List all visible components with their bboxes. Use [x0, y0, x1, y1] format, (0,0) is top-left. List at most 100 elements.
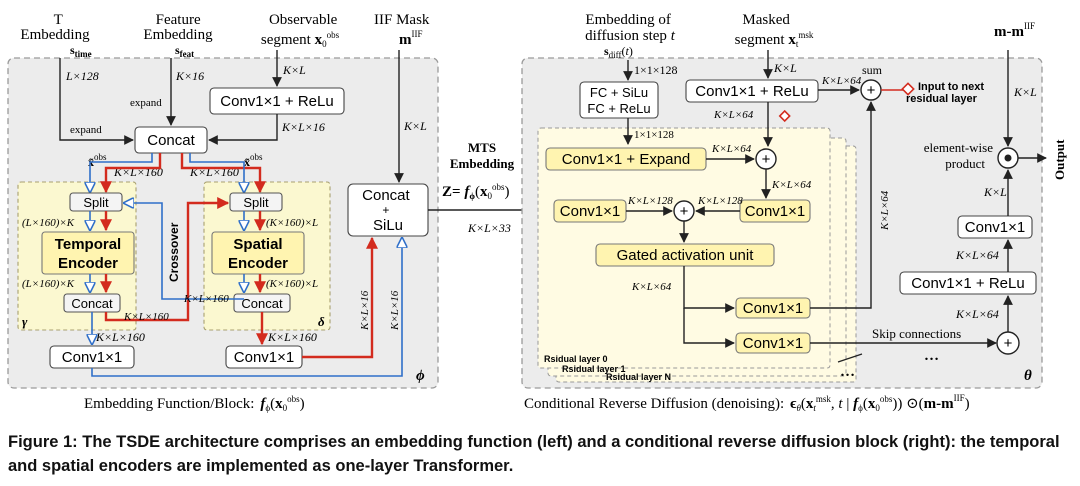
residual-input-diamond [778, 109, 791, 123]
dim-lx128: L×128 [65, 69, 99, 83]
residual1-label: Rsidual layer 1 [562, 364, 626, 374]
concat-right-small-label: Concat [241, 296, 283, 311]
dim-kxl-out-a: K×L [983, 185, 1007, 199]
right-conv-relu-label: Conv1×1 + ReLu [695, 83, 808, 100]
split-right-label: Split [243, 195, 269, 210]
output-conv-relu-box [899, 271, 1037, 295]
concat-left-small-label: Concat [71, 296, 113, 311]
concat-silu-label: Concat + SiLu [362, 187, 414, 234]
dim-kxlx33: K×L×33 [467, 221, 511, 235]
sum-plus-icon: + [867, 82, 876, 99]
masked-segment-label: Masked segment xtmsk [735, 12, 814, 49]
dim-kxlx160-d: K×L×160 [123, 311, 169, 323]
z-equation: Z= fϕ(x0obs) [442, 182, 509, 201]
dim-kxlx16-red: K×L×16 [359, 290, 371, 331]
gamma-label: γ [22, 314, 28, 329]
dim-kx16: K×16 [175, 69, 204, 83]
dim-l160xk-a: (L×160)×K [22, 217, 75, 229]
feature-embedding-label: Feature Embedding [143, 12, 213, 43]
dim-kxlx128-a: K×L×128 [627, 195, 673, 207]
observable-segment-label: Observable segment x0obs [261, 12, 341, 49]
input-next-diamond [901, 82, 915, 96]
conv11-residual-right-label: Conv1×1 [745, 203, 805, 220]
theta-label: θ [1024, 368, 1032, 384]
dim-k160xl-a: (K×160)×L [266, 217, 318, 229]
dim-kxlx64-d: K×L×64 [631, 281, 672, 293]
dim-k160xl-b: (K×160)×L [266, 278, 318, 290]
skip-sum-plus-icon: + [1004, 335, 1013, 352]
concat-box [134, 126, 208, 154]
output-label: Output [1052, 139, 1067, 180]
diffusion-caption: Conditional Reverse Diffusion (denoising… [524, 393, 970, 413]
s-time-label: stime [70, 43, 92, 59]
add-plus-icon-1: + [762, 151, 771, 168]
crossover-label: Crossover [167, 222, 181, 282]
delta-label: δ [318, 314, 325, 329]
elementwise-dot-icon [1004, 154, 1012, 162]
add-plus-icon-2: + [680, 203, 689, 220]
phi-label: ϕ [416, 368, 425, 384]
m-iif-label: mIIF [399, 29, 423, 48]
tsde-architecture-diagram: T Embedding stime Feature Embedding sfea… [7, 12, 1067, 413]
skip-ellipsis-1: … [924, 348, 939, 364]
embedding-caption: Embedding Function/Block:fϕ(x0obs) [84, 394, 305, 413]
embedding-diffusion-label: Embedding of diffusion step t [585, 12, 676, 44]
dim-kxl-msk: K×L [773, 61, 797, 75]
right-conv-relu-box [685, 79, 819, 103]
residual0-label: Rsidual layer 0 [544, 354, 608, 364]
split-right-box [229, 192, 283, 212]
output-conv11-box [957, 215, 1033, 239]
temporal-encoder-box [41, 231, 135, 275]
conv11-skip-out-label: Conv1×1 [743, 335, 803, 352]
dim-kxlx64-b: K×L×64 [711, 143, 752, 155]
dim-kxlx16: K×L×16 [281, 120, 325, 134]
m-minus-label: m-mIIF [994, 21, 1035, 40]
s-feat-label: sfeat [175, 43, 194, 59]
expand-label-1: expand [70, 124, 102, 136]
sum-label: sum [862, 63, 883, 77]
dim-1x1x128-b: 1×1×128 [634, 129, 674, 141]
s-diff-label: sdiff(t) [604, 44, 633, 60]
dim-kxlx64-c: K×L×64 [771, 179, 812, 191]
gated-activation-label: Gated activation unit [617, 247, 755, 264]
expand-label-2: expand [130, 97, 162, 109]
concat-label: Concat [147, 132, 195, 149]
dim-kxlx160-c: K×L×160 [183, 293, 229, 305]
figure-caption: Figure 1: The TSDE architecture comprise… [8, 433, 1060, 475]
right-conv11-label: Conv1×1 [234, 349, 294, 366]
split-left-label: Split [83, 195, 109, 210]
output-conv-relu-label: Conv1×1 + ReLu [911, 275, 1024, 292]
dim-kxlx160-e: K×L×160 [95, 330, 145, 344]
conv11-mts-label: Conv1×1 [560, 203, 620, 220]
dim-kxlx64-sum: K×L×64 [821, 75, 862, 87]
left-conv-relu-label: Conv1×1 + ReLu [220, 93, 333, 110]
residualN-label: Rsidual layer N [606, 372, 671, 382]
skip-ellipsis-2: … [840, 364, 855, 380]
dim-kxlx64-g: K×L×64 [955, 248, 999, 262]
split-left-box [69, 192, 123, 212]
skip-connections-label: Skip connections [872, 326, 961, 341]
dim-l160xk-b: (L×160)×K [22, 278, 75, 290]
left-conv11-label: Conv1×1 [62, 349, 122, 366]
dim-1x1x128-a: 1×1×128 [634, 63, 678, 77]
dim-kxl-mask: K×L [1013, 85, 1037, 99]
fc-block-box [579, 81, 659, 119]
iif-mask-label: IIF Mask [374, 12, 430, 28]
dim-kxlx64-a: K×L×64 [713, 109, 754, 121]
dim-kxlx128-b: K×L×128 [697, 195, 743, 207]
dim-kxlx160-f: K×L×160 [267, 330, 317, 344]
dim-kxlx64-f: K×L×64 [955, 307, 999, 321]
dim-kxl-obs: K×L [282, 63, 306, 77]
spatial-encoder-box [211, 231, 305, 275]
dim-kxlx16-blue: K×L×16 [389, 290, 401, 331]
dim-kxlx64-e: K×L×64 [879, 190, 891, 231]
conv-expand-label: Conv1×1 + Expand [562, 151, 690, 168]
gated-activation-box [595, 243, 775, 267]
time-embedding-label: T Embedding [20, 12, 90, 43]
